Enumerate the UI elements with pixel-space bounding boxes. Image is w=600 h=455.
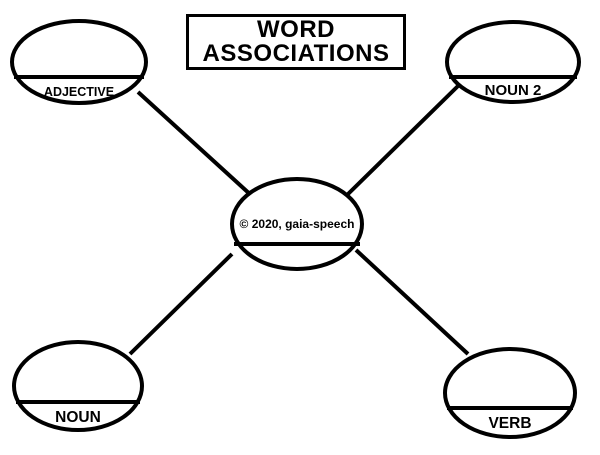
connector-noun2 xyxy=(344,84,460,198)
title-line-1: WORD xyxy=(257,16,335,43)
connector-verb xyxy=(354,248,470,356)
node-verb-label: VERB xyxy=(488,415,531,432)
node-noun2-label: NOUN 2 xyxy=(485,82,542,99)
connector-adjective xyxy=(136,90,254,198)
node-center: © 2020, gaia-speech xyxy=(230,177,364,271)
title-line-2: ASSOCIATIONS xyxy=(202,40,390,67)
node-verb: VERB xyxy=(443,347,577,439)
node-adjective: ADJECTIVE xyxy=(10,19,148,105)
node-noun2: NOUN 2 xyxy=(445,20,581,104)
node-noun: NOUN xyxy=(12,340,144,432)
connector-noun xyxy=(128,252,234,356)
node-noun-label: NOUN xyxy=(55,409,101,426)
node-adjective-label: ADJECTIVE xyxy=(44,85,114,99)
center-copyright-label: © 2020, gaia-speech xyxy=(240,217,355,231)
title-box: WORD ASSOCIATIONS xyxy=(186,14,406,70)
